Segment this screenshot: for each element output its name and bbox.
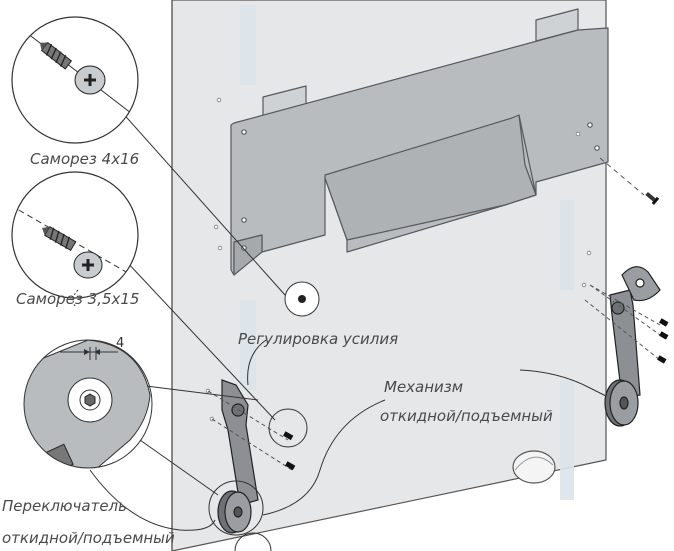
screw-4x16-icon [11, 16, 139, 144]
label-force-adjust: Регулировка усилия [238, 330, 398, 348]
switch-callout [208, 480, 264, 536]
lift-mechanism-left-icon [217, 379, 259, 534]
label-mechanism-line2: откидной/подъемный [380, 407, 553, 425]
bottom-hole-callout [234, 532, 272, 551]
mounting-plate [230, 8, 609, 276]
adjust-socket-icon [284, 281, 320, 317]
switch-detail-icon [23, 339, 153, 469]
screw-3.5x15-icon [11, 171, 139, 299]
dimension-label: 4 [116, 336, 124, 351]
label-switch-line2: откидной/подъемный [2, 529, 175, 547]
right-screws [657, 318, 669, 364]
force-adjust-callout [268, 408, 308, 448]
leader-lines [89, 109, 607, 531]
left-screws [207, 390, 296, 471]
label-mechanism-line1: Механизм [384, 378, 463, 396]
label-screw-3-5x15: Саморез 3,5х15 [16, 290, 139, 308]
label-screw-4x16: Саморез 4х16 [30, 150, 139, 168]
screw-top-right-icon [599, 157, 660, 205]
label-switch-line1: Переключатель [2, 497, 127, 515]
cable-hole [512, 450, 556, 484]
right-screw-lines [584, 284, 664, 361]
lift-mechanism-right-icon [604, 266, 661, 427]
